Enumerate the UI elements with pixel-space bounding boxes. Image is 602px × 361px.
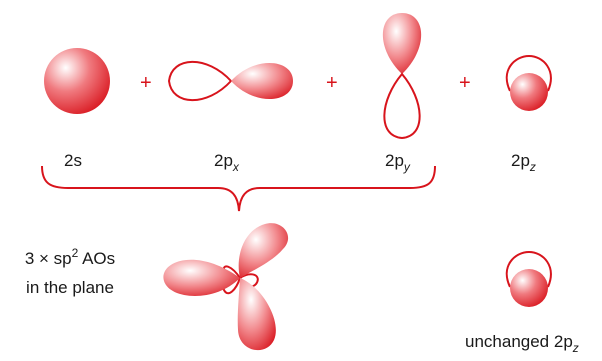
label-2pz: 2pz: [511, 151, 536, 172]
sp2-lobe-lower-right: [238, 278, 276, 350]
label-sp2-hybrids: 3 × sp2 AOs in the plane: [6, 245, 134, 301]
orbital-2px-shape: [169, 62, 293, 100]
orbital-2s-sphere: [44, 48, 110, 114]
label-2px: 2px: [214, 151, 239, 172]
sp2-hybrid-orbitals: [163, 223, 288, 350]
label-unchanged-2pz: unchanged 2pz: [465, 332, 579, 353]
label-2py: 2py: [385, 151, 410, 172]
label-sp2-line2: in the plane: [6, 274, 134, 301]
sp2-lobe-upper-right: [239, 223, 288, 278]
plus-sign-3: +: [459, 73, 471, 93]
orbital-2px-shaded-lobe: [231, 63, 293, 99]
orbital-2pz-shape: [507, 56, 551, 111]
orbital-2px-open-lobe: [169, 62, 231, 100]
orbital-2py-open-lobe: [384, 74, 419, 138]
unchanged-2pz-front-lobe: [510, 269, 548, 307]
orbital-2py-shaded-lobe: [383, 13, 421, 74]
label-sp2-line1: 3 × sp2 AOs: [6, 245, 134, 274]
orbital-2pz-front-lobe: [510, 73, 548, 111]
label-2s: 2s: [64, 151, 82, 171]
plus-sign-2: +: [326, 73, 338, 93]
orbital-2py-shape: [383, 13, 421, 138]
unchanged-2pz-shape: [507, 252, 551, 307]
plus-sign-1: +: [140, 73, 152, 93]
